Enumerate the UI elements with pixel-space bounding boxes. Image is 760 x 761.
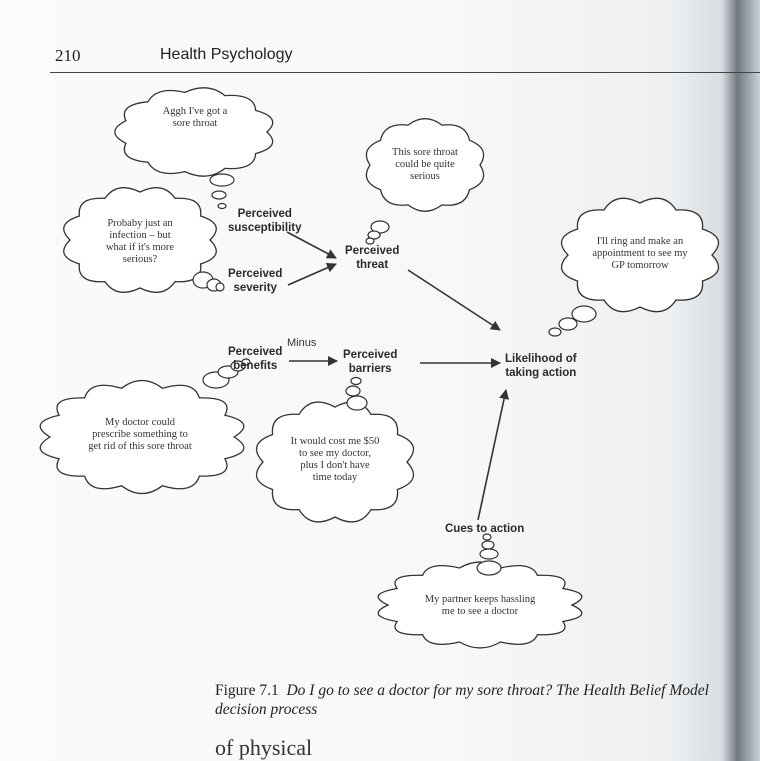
cloud-prescribe <box>39 379 245 495</box>
cloud-cost <box>255 401 415 523</box>
thought-bubble <box>571 305 597 323</box>
thought-cost: It would cost me $50 to see my doctor, p… <box>290 436 380 483</box>
thought-bubble <box>217 202 227 210</box>
label-perceived-barriers: Perceived barriers <box>343 349 398 375</box>
thought-bubble <box>479 548 499 560</box>
figure-caption: Figure 7.1 Do I go to see a doctor for m… <box>215 681 735 719</box>
thought-bubble <box>215 282 225 292</box>
arrow-threat-likelihood <box>407 269 501 331</box>
body-text-fragment: of physical <box>215 735 313 760</box>
header-rule <box>50 72 760 73</box>
thought-bubble <box>558 317 578 331</box>
cloud-infection <box>63 187 217 293</box>
thought-bubble <box>481 540 495 550</box>
thought-bubble <box>476 560 502 576</box>
thought-bubble <box>345 385 361 397</box>
arrow-susceptibility-threat <box>286 231 337 259</box>
thought-sore-throat: Aggh I've got a sore throat <box>162 106 228 129</box>
label-perceived-severity: Perceived severity <box>228 268 283 294</box>
label-likelihood-of-action: Likelihood of taking action <box>505 353 577 379</box>
page-number: 210 <box>55 46 81 65</box>
thought-ring-gp: I'll ring and make an appointment to see… <box>592 236 688 271</box>
thought-bubble <box>365 237 375 245</box>
thought-bubble <box>482 533 492 541</box>
cloud-ring-gp <box>560 197 720 313</box>
thought-bubble <box>350 376 362 386</box>
thought-partner: My partner keeps hassling me to see a do… <box>424 594 536 617</box>
thought-serious: This sore throat could be quite serious <box>392 147 458 182</box>
thought-bubble <box>209 173 235 187</box>
figure-label: Figure 7.1 <box>215 682 279 699</box>
arrow-cues-likelihood <box>477 389 509 521</box>
label-perceived-threat: Perceived threat <box>345 245 400 271</box>
thought-prescribe: My doctor could prescribe something to g… <box>88 417 192 452</box>
cloud-partner <box>377 561 583 649</box>
cloud-serious <box>365 118 485 212</box>
thought-bubble <box>548 327 562 337</box>
label-perceived-benefits: Perceived benefits <box>228 346 283 372</box>
running-title: Health Psychology <box>160 46 293 63</box>
arrow-severity-threat <box>287 263 337 286</box>
thought-bubble <box>230 360 246 372</box>
cloud-sore-throat <box>114 87 274 177</box>
thought-infection: Probaby just an infection – but what if … <box>105 218 175 265</box>
thought-bubble <box>211 190 227 200</box>
thought-bubble <box>346 395 368 411</box>
thought-bubble <box>241 358 251 366</box>
label-perceived-susceptibility: Perceived susceptibility <box>228 208 302 234</box>
label-cues-to-action: Cues to action <box>445 523 525 535</box>
label-minus: Minus <box>287 337 317 349</box>
figure-caption-text: Do I go to see a doctor for my sore thro… <box>215 682 709 718</box>
thought-bubble <box>370 220 390 234</box>
